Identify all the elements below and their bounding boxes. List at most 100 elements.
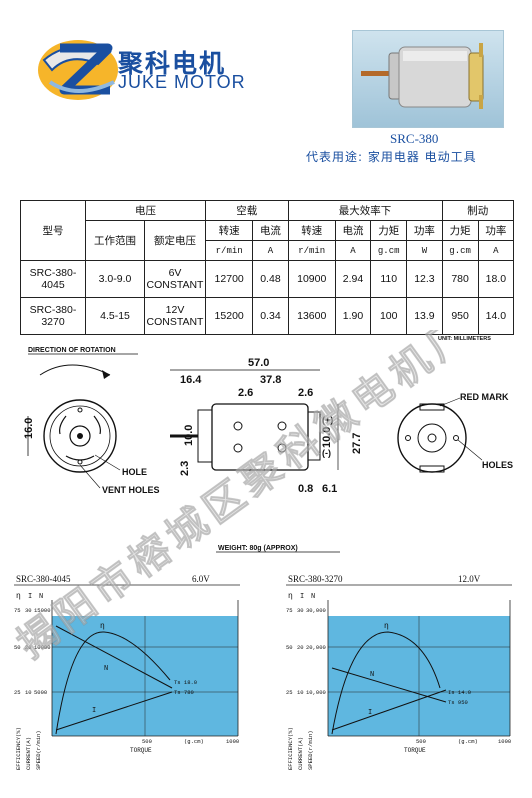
tick-eta: 25	[14, 689, 21, 696]
tick-n: 30,000	[306, 607, 326, 614]
tick-eta: 75	[14, 607, 21, 614]
range-cell: 3.0-9.0	[85, 260, 145, 298]
dim-37-8: 37.8	[260, 374, 281, 386]
motor-image-icon	[361, 43, 484, 109]
n-symbol: N	[39, 593, 43, 601]
value-cell: 10900	[287, 260, 336, 298]
header-torque: 力矩	[441, 220, 479, 241]
hole-label: HOLE	[122, 467, 147, 477]
x-tick: 500	[142, 738, 152, 745]
curve-label-eta: η	[100, 622, 105, 631]
tick-n: 10000	[34, 644, 51, 651]
header-speed: 转速	[204, 220, 254, 241]
tick-eta: 50	[286, 644, 293, 651]
side-label: SPEED(r/min)	[307, 730, 314, 770]
performance-chart-4045: SRC-380-4045 6.0V η I N 75 50 25 30 20 1…	[14, 574, 240, 770]
header-range: 工作范围	[85, 220, 145, 261]
rated-constant: CONSTANT	[146, 279, 204, 291]
range-cell: 4.5-15	[85, 297, 145, 335]
curve-label-n: N	[370, 671, 374, 679]
dimension-drawing: DIRECTION OF ROTATION UNIT: MILLIMETERS …	[23, 336, 513, 553]
weight-label: WEIGHT: 80g (APPROX)	[218, 545, 298, 552]
header-torque: 力矩	[370, 220, 408, 241]
unit-cell: A	[252, 240, 289, 261]
header-rated: 额定电压	[144, 220, 206, 261]
unit-cell: A	[477, 240, 515, 261]
tick-n: 15000	[34, 607, 51, 614]
unit-cell: r/min	[204, 240, 254, 261]
dim-16-4: 16.4	[180, 374, 202, 386]
unit-cell: g.cm	[441, 240, 479, 261]
x-axis-label: TORQUE	[130, 747, 152, 754]
annotation: Ts 780	[174, 689, 194, 696]
value-cell: 0.48	[252, 260, 289, 298]
leader-line	[457, 439, 483, 461]
i-symbol: I	[28, 593, 32, 601]
dim-16: 16.0	[23, 418, 35, 439]
model-caption: SRC-380	[390, 131, 439, 146]
tick-i: 30	[297, 607, 304, 614]
brand-name-cn: 聚科电机	[118, 49, 227, 78]
tick-i: 10	[297, 689, 304, 696]
spec-table: 型号 电压 空载 最大效率下 制动 工作范围 额定电压 转速 电流 转速 电流 …	[20, 200, 515, 335]
rated-voltage: 12V	[165, 304, 185, 316]
units-label: UNIT: MILLIMETERS	[438, 336, 491, 342]
header-power: 功率	[477, 220, 515, 241]
rotation-arrow-icon	[39, 364, 111, 376]
dim-10-left: 10.0	[183, 425, 195, 446]
dim-2-6-left: 2.6	[238, 387, 253, 399]
side-label: CURRENT(A)	[25, 737, 32, 770]
value-cell: 13.9	[406, 297, 443, 335]
header-max-efficiency: 最大效率下	[287, 200, 443, 221]
tick-n: 10,000	[306, 689, 326, 696]
header-speed: 转速	[287, 220, 336, 241]
annotation: Is 14.0	[448, 689, 471, 696]
curve-label-i: I	[92, 707, 96, 715]
x-tick: 1000	[226, 738, 239, 745]
tick-eta: 75	[286, 607, 293, 614]
unit-cell: A	[334, 240, 372, 261]
value-cell: 14.0	[477, 297, 515, 335]
model-cell: SRC-380-4045	[20, 260, 86, 298]
rated-voltage: 6V	[168, 267, 182, 279]
unit-cell: g.cm	[370, 240, 408, 261]
chart-voltage: 6.0V	[192, 574, 210, 584]
current-curve	[55, 691, 173, 731]
value-cell: 0.34	[252, 297, 289, 335]
x-tick: 1000	[498, 738, 511, 745]
header-stall: 制动	[441, 200, 515, 221]
x-axis-label: TORQUE	[404, 747, 426, 754]
value-cell: 950	[441, 297, 479, 335]
logo-emblem-icon	[38, 40, 118, 100]
tick-eta: 50	[14, 644, 21, 651]
value-cell: 12.3	[406, 260, 443, 298]
tick-eta: 25	[286, 689, 293, 696]
annotation: Ts 950	[448, 699, 468, 706]
usage-caption: 代表用途: 家用电器 电动工具	[306, 150, 477, 164]
holes-label: HOLES	[482, 460, 513, 470]
value-cell: 1.90	[334, 297, 372, 335]
side-label: EFFICIENCY(%)	[287, 727, 294, 770]
current-curve	[331, 689, 447, 731]
eta-symbol: η	[16, 592, 21, 601]
dim-2-6-right: 2.6	[298, 387, 313, 399]
leader-line	[439, 397, 461, 407]
side-label: CURRENT(A)	[297, 737, 304, 770]
front-view	[43, 399, 117, 473]
plus-terminal: (+)	[322, 415, 333, 425]
curve-label-n: N	[104, 665, 108, 673]
unit-cell: r/min	[287, 240, 336, 261]
chart-title: SRC-380-3270	[288, 574, 343, 584]
tick-n: 5000	[34, 689, 47, 696]
dim-2-3: 2.3	[179, 461, 191, 476]
dim-27-7: 27.7	[351, 433, 363, 454]
curve-label-i: I	[368, 709, 372, 717]
dim-57: 57.0	[248, 357, 269, 369]
brand-logo	[30, 30, 130, 110]
chart-title: SRC-380-4045	[16, 574, 71, 584]
header-voltage: 电压	[85, 200, 206, 221]
tick-i: 30	[25, 607, 32, 614]
